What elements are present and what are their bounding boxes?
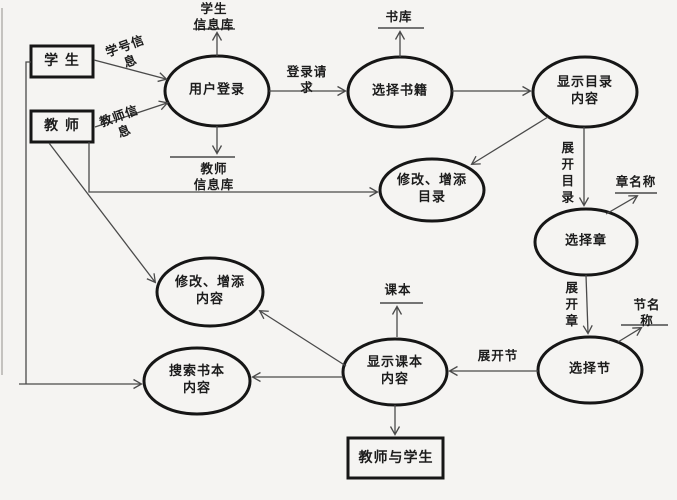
user-login-process-label: 用户登录: [188, 82, 246, 98]
flow-teacher-to-modify-content: [48, 142, 157, 284]
expand-section-flow-label: 展开节: [477, 347, 519, 363]
modify-add-content-process-shape: [155, 256, 265, 328]
select-book-process-label: 选择书籍: [371, 83, 429, 99]
teacher-entity-box: [29, 109, 95, 144]
flow-student-to-search-elbow: [25, 61, 31, 384]
display-catalog-process-shape: [531, 55, 639, 129]
modify-add-catalog-process-label: 修改、增添 目录: [396, 173, 468, 205]
select-chapter-process-label: 选择章: [564, 233, 608, 249]
teacher-and-student-entity-box: [346, 436, 445, 480]
flow-select-section-to-section-name: [617, 327, 643, 343]
modify-add-catalog-process-shape: [378, 157, 486, 223]
select-section-process-shape: [536, 335, 644, 405]
display-catalog-process-label: 显示目录 内容: [556, 75, 614, 107]
flow-teacher-to-modify-catalog: [88, 142, 379, 198]
search-book-content-process-shape: [142, 346, 252, 416]
chapter-name-store-label: 章名称: [615, 173, 657, 189]
textbook-store-label: 课本: [384, 281, 412, 297]
student-entity-label: 学 生: [44, 52, 80, 69]
teacher-info-db-store-label: 教师 信息库: [193, 160, 235, 192]
flow-teacher-to-login: [94, 100, 169, 128]
flow-select-chapter-to-select-section: [582, 274, 593, 335]
flow-student-to-login: [93, 59, 168, 83]
student-info-db-store-label: 学生 信息库: [193, 0, 235, 32]
book-db-store-label: 书库: [385, 8, 413, 24]
expand-catalog-flow-label: 展开目录: [559, 141, 575, 207]
expand-chapter-flow-label: 展开章: [563, 281, 579, 331]
flow-display-catalog-to-modify-catalog: [470, 116, 549, 165]
flow-display-textbook-to-modify-content: [258, 310, 347, 367]
teacher-entity-label: 教 师: [44, 117, 80, 134]
section-name-store-label: 节名称: [633, 296, 661, 328]
display-textbook-content-process-label: 显示课本 内容: [366, 355, 424, 387]
search-book-content-process-label: 搜索书本 内容: [168, 364, 226, 396]
modify-add-content-process-label: 修改、增添 内容: [174, 275, 246, 307]
flow-select-chapter-to-chapter-name: [605, 195, 639, 215]
select-section-process-label: 选择节: [568, 361, 612, 377]
teacher-and-student-entity-label: 教师与学生: [358, 449, 434, 466]
login-request-flow-label: 登录请 求: [286, 63, 328, 95]
